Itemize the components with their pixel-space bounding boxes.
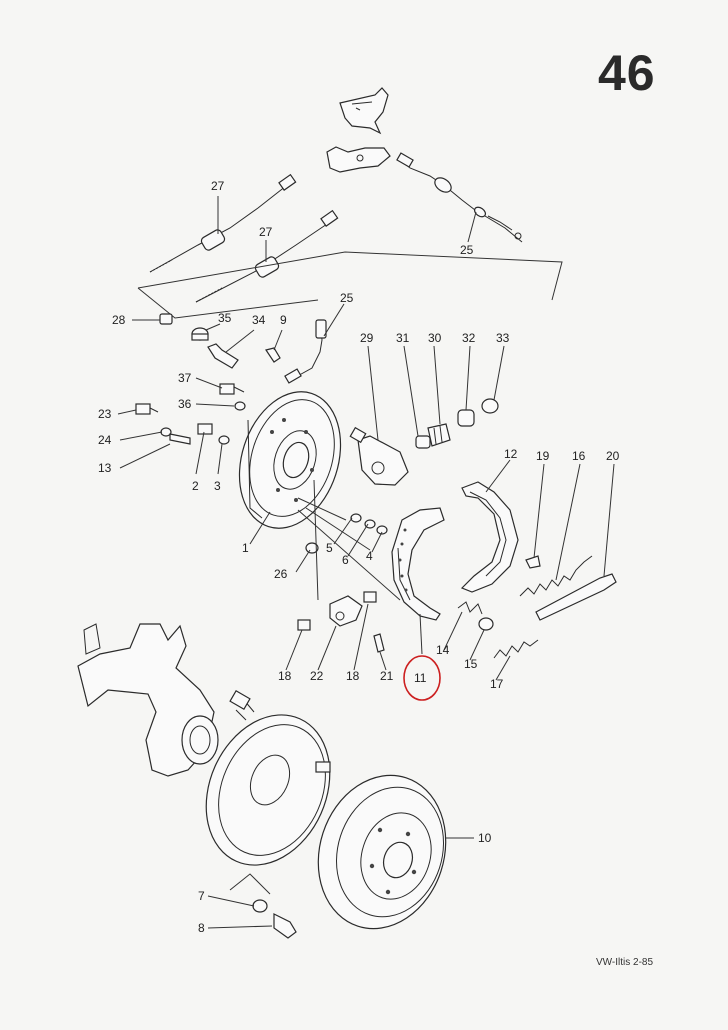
callout-18a: 18 [278, 669, 292, 683]
callout-16: 16 [572, 449, 586, 463]
bleeder-18-right [363, 591, 377, 603]
callout-18b: 18 [346, 669, 360, 683]
callout-8: 8 [198, 921, 205, 935]
assembled-brake-backing [205, 689, 331, 866]
callout-24: 24 [98, 433, 112, 447]
lever-bracket-lower [326, 146, 391, 173]
knuckle-assembly [77, 623, 219, 777]
handbrake-cable-right [396, 152, 523, 243]
washer-6 [364, 519, 376, 529]
callout-9: 9 [280, 313, 287, 327]
callout-27b: 27 [259, 225, 273, 239]
callout-37: 37 [178, 371, 192, 385]
callout-23: 23 [98, 407, 112, 421]
callout-10: 10 [478, 831, 492, 845]
pin-13 [169, 433, 191, 445]
spring-17 [493, 639, 539, 659]
callout-21: 21 [380, 669, 394, 683]
callout-6: 6 [342, 553, 349, 567]
spring-16 [519, 555, 593, 597]
bushing-35 [191, 327, 209, 341]
bleeder-18-left [297, 619, 311, 631]
cable-clip [159, 313, 173, 325]
highlight-circle [403, 655, 441, 701]
callout-11: 11 [414, 671, 427, 685]
footer-code: VW-Iltis 2-85 [596, 957, 654, 968]
pin-21 [373, 633, 385, 653]
callout-35: 35 [218, 311, 232, 325]
callout-31: 31 [396, 331, 410, 345]
callout-2: 2 [192, 479, 199, 493]
clip-9 [265, 347, 281, 363]
callout-22: 22 [310, 669, 324, 683]
handbrake-cable-27-lower [195, 209, 339, 303]
washer-7 [252, 899, 268, 913]
callout-29: 29 [360, 331, 374, 345]
callout-34: 34 [252, 313, 266, 327]
handbrake-cable-25-lower [284, 319, 327, 384]
callout-17: 17 [490, 677, 504, 691]
lever-bracket-upper [339, 87, 389, 135]
bolt-34 [207, 343, 239, 369]
callout-15: 15 [464, 657, 478, 671]
piston-31 [415, 435, 431, 449]
callout-3: 3 [214, 479, 221, 493]
cap-15 [478, 617, 494, 631]
callout-labels: 27 27 25 28 25 35 34 9 29 31 30 32 33 37… [98, 179, 620, 935]
callout-4: 4 [366, 549, 373, 563]
seal-32 [457, 409, 475, 427]
callout-27a: 27 [211, 179, 225, 193]
washer-36 [234, 401, 246, 411]
callout-28: 28 [112, 313, 126, 327]
page-number: 46 [598, 45, 656, 101]
callout-14: 14 [436, 643, 450, 657]
washer-3 [218, 435, 230, 445]
lever-20 [535, 573, 617, 621]
callout-13: 13 [98, 461, 112, 475]
brake-shoe-11 [391, 507, 445, 621]
washer-5 [350, 513, 362, 523]
washer-26 [305, 542, 319, 554]
callout-20: 20 [606, 449, 620, 463]
bleeder-33 [481, 398, 499, 414]
callout-7: 7 [198, 889, 205, 903]
callout-33: 33 [496, 331, 510, 345]
wheel-cylinder-22 [329, 595, 363, 627]
callout-1: 1 [242, 541, 249, 555]
backing-plate [238, 391, 342, 529]
bolt-23 [135, 403, 159, 415]
adjuster-19 [525, 555, 541, 569]
callout-32: 32 [462, 331, 476, 345]
handbrake-cable-27-upper [149, 173, 297, 273]
boot-30 [427, 423, 451, 447]
spring-14 [457, 601, 483, 615]
callout-12: 12 [504, 447, 518, 461]
callout-25a: 25 [460, 243, 474, 257]
callout-25b: 25 [340, 291, 354, 305]
callout-30: 30 [428, 331, 442, 345]
bolt-8 [273, 913, 297, 939]
callout-36: 36 [178, 397, 192, 411]
nut-2 [197, 423, 213, 435]
wheel-cylinder [349, 426, 409, 486]
brake-shoe-12 [460, 481, 519, 593]
callout-5: 5 [326, 541, 333, 555]
brake-drum [317, 774, 447, 930]
callout-19: 19 [536, 449, 550, 463]
callout-26: 26 [274, 567, 288, 581]
bolt-37 [219, 383, 245, 395]
nut-4 [376, 525, 388, 535]
